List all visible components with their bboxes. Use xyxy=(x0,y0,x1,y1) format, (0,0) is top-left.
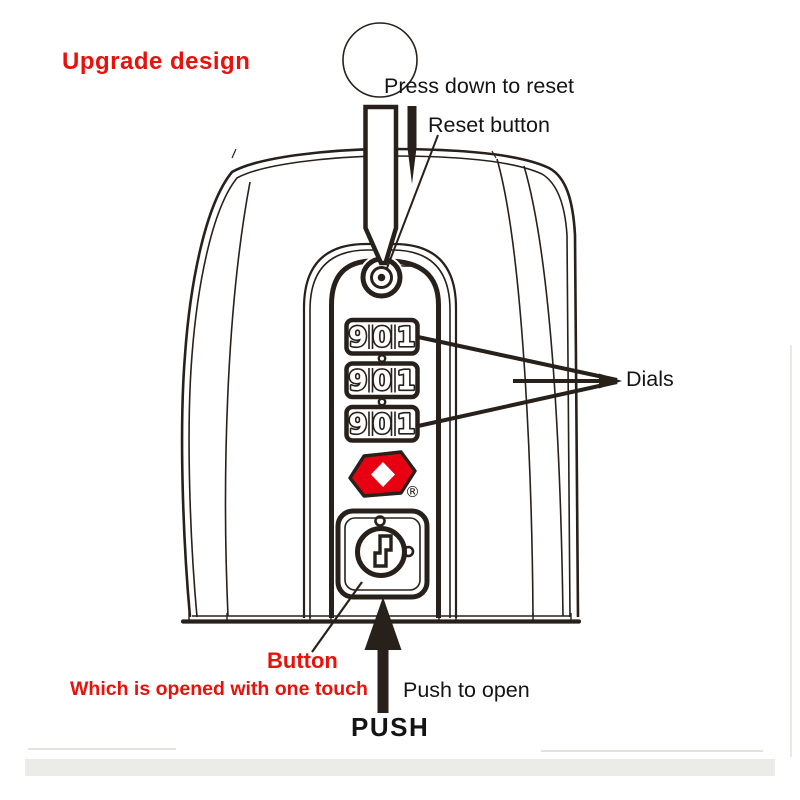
dial-digit: 1 xyxy=(397,366,416,397)
floor-strip xyxy=(25,345,792,776)
travel-sentry-logo-icon: ® xyxy=(348,450,420,501)
dial-digit: 9 xyxy=(349,366,368,397)
dial-row-3: 9 0 1 xyxy=(344,404,420,443)
one-touch-label: Which is opened with one touch xyxy=(70,678,368,700)
press-down-arrow-icon xyxy=(407,106,417,184)
dial-row-2: 9 0 1 xyxy=(344,361,420,400)
reset-leader-line xyxy=(386,134,439,269)
press-down-label: Press down to reset xyxy=(384,74,575,98)
dial-digit: 1 xyxy=(397,409,416,440)
dial-digit: 1 xyxy=(397,322,416,353)
push-arrow-icon xyxy=(364,597,402,713)
reset-button-label: Reset button xyxy=(428,113,550,137)
registered-mark: ® xyxy=(405,483,420,501)
open-button xyxy=(335,508,430,600)
pin-head-circle xyxy=(342,22,418,98)
dials-label: Dials xyxy=(626,367,674,391)
dials-leader-lines xyxy=(417,335,622,428)
dial-rows: 9 0 1 9 0 1 9 0 1 xyxy=(344,317,420,443)
dial-digit: 0 xyxy=(373,366,392,397)
dial-digit: 9 xyxy=(349,322,368,353)
dial-digit: 0 xyxy=(373,409,392,440)
dials-arrow-icon xyxy=(599,373,622,389)
dial-digit: 0 xyxy=(373,322,392,353)
push-to-open-label: Push to open xyxy=(403,678,530,702)
button-label: Button xyxy=(267,648,338,673)
button-leader-line xyxy=(311,581,363,653)
push-label: PUSH xyxy=(351,712,430,742)
keyhole-icon xyxy=(373,534,393,568)
upgrade-design-title: Upgrade design xyxy=(62,48,251,75)
dial-digit: 9 xyxy=(349,409,368,440)
reset-pin xyxy=(363,104,399,266)
dial-row-1: 9 0 1 xyxy=(344,317,420,356)
